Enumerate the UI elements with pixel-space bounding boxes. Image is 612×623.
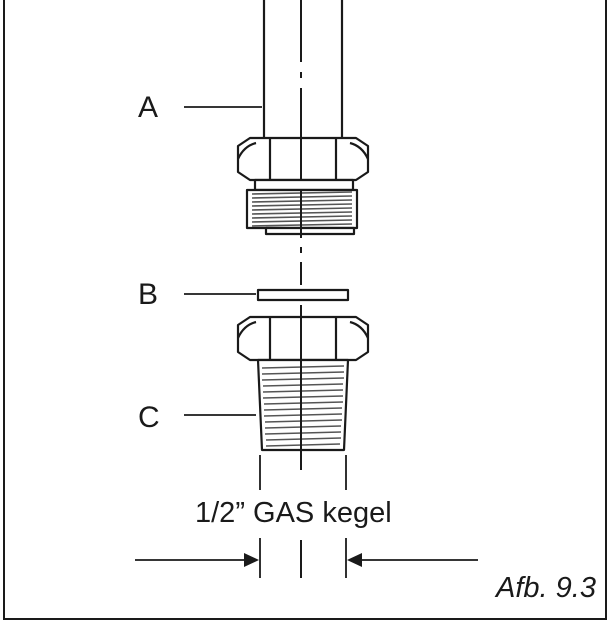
bottom-thread-hatching [261, 365, 345, 447]
label-b: B [138, 278, 159, 311]
dimension-label: 1/2” GAS kegel [195, 497, 392, 529]
arrowheads [244, 553, 362, 567]
label-a: A [138, 91, 159, 124]
washer-b [256, 288, 350, 302]
dimension-extension-lines [259, 455, 347, 578]
bottom-hex-nut [236, 315, 370, 362]
top-hex-nut [236, 136, 370, 182]
figure-caption: Afb. 9.3 [496, 572, 596, 604]
leader-lines [184, 106, 262, 416]
figure-frame [3, 0, 607, 620]
pipe-a [262, 0, 344, 138]
label-c: C [138, 401, 160, 434]
